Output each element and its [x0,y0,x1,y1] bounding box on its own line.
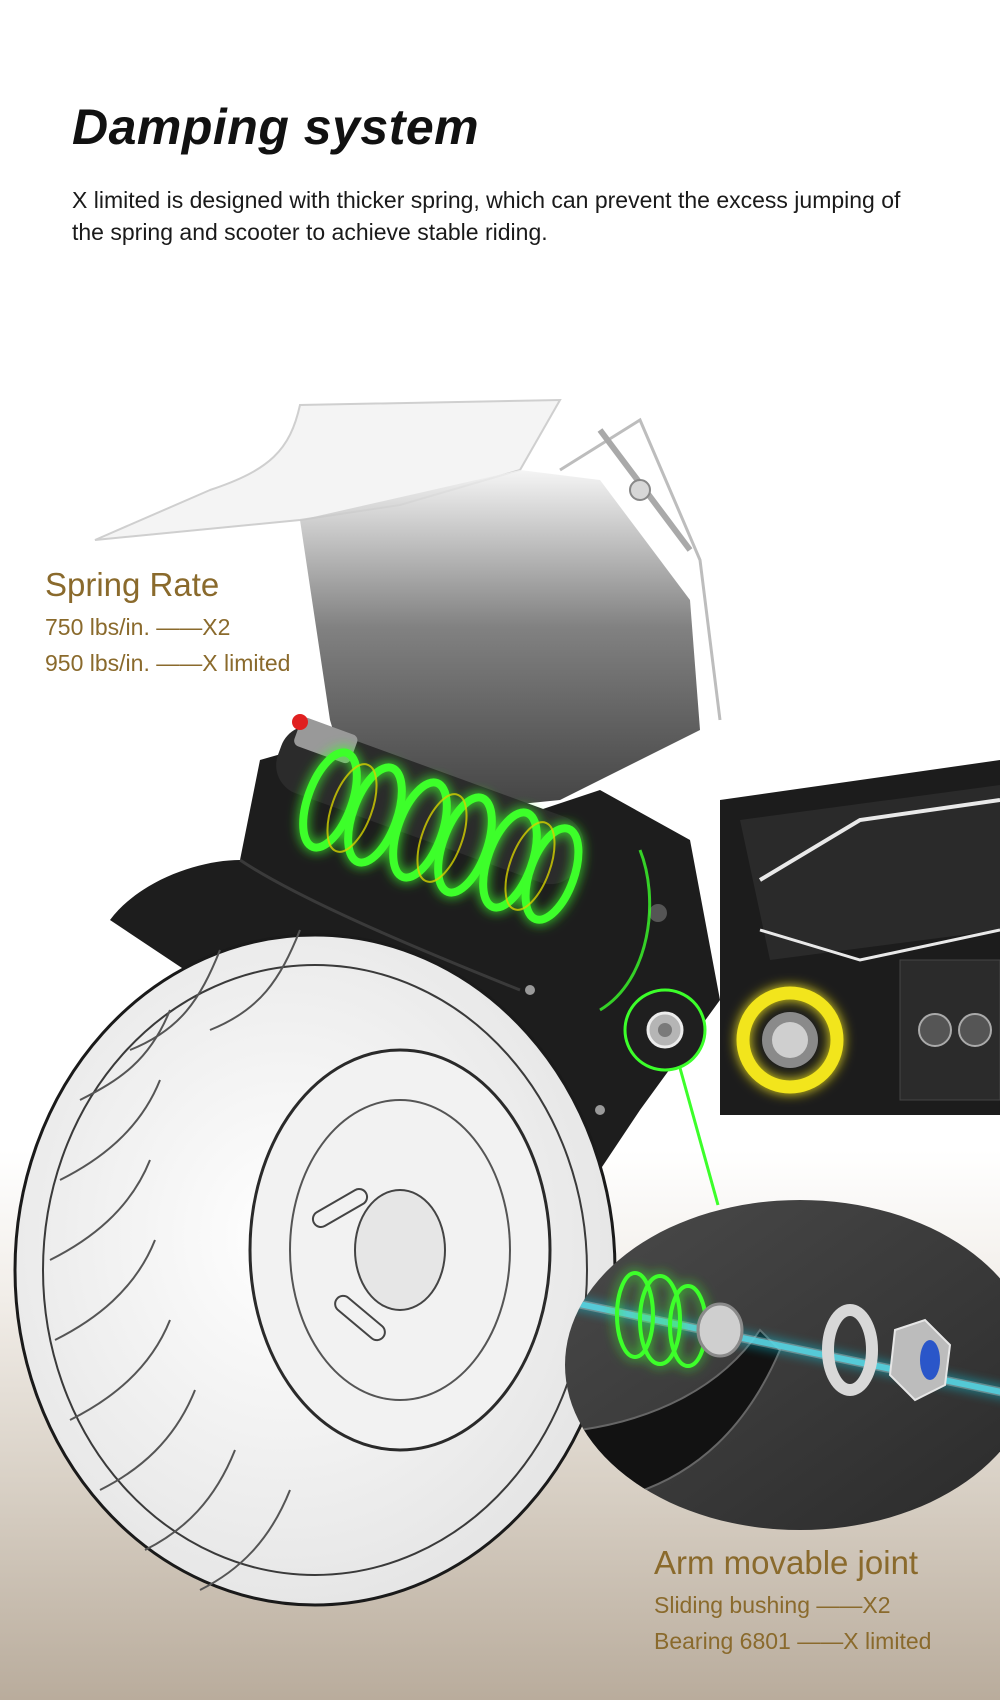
spring-coils [299,748,583,924]
spring-rate-heading: Spring Rate [45,566,220,603]
arm-joint-x2: Sliding bushing ——X2 [654,1592,891,1618]
stem-sketch [94,398,722,820]
description: X limited is designed with thicker sprin… [72,187,901,245]
joint-detail-inset [565,1200,1000,1530]
shock-absorber [276,714,652,1012]
arm-joint-spec: Arm movable joint Sliding bushing ——X2 B… [654,1543,931,1659]
deck [720,760,1000,1115]
pivot-bolt-callout [623,988,720,1206]
spring-rate-x-limited: 950 lbs/in. ——X limited [45,650,291,676]
deck-light-ring [736,986,844,1094]
page-title: Damping system [72,99,480,155]
spring-rate-x2: 750 lbs/in. ——X2 [45,614,231,640]
arm-joint-x-limited: Bearing 6801 ——X limited [654,1628,932,1654]
arm-joint-heading: Arm movable joint [654,1544,919,1581]
scooter-suspension-illustration [13,398,1000,1607]
spring-rate-spec: Spring Rate 750 lbs/in. ——X2 950 lbs/in.… [45,565,290,681]
rear-wheel [13,929,617,1607]
